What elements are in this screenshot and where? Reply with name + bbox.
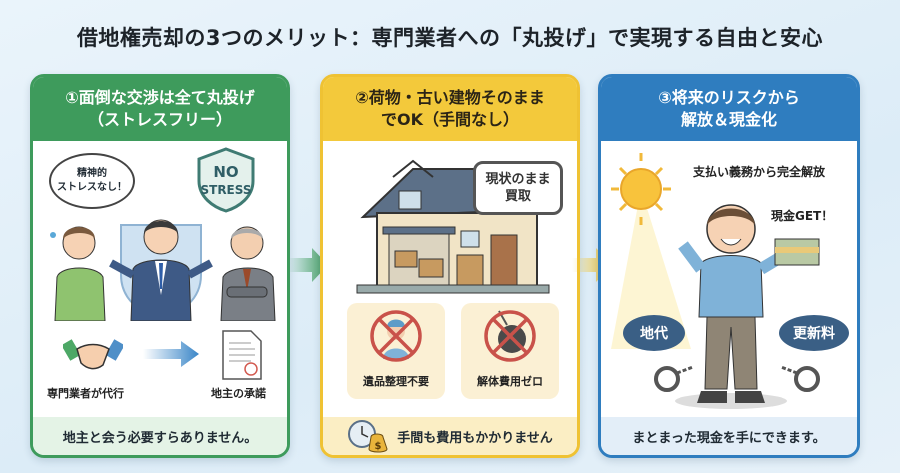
thought-bubble: 精神的 ストレスなし！ bbox=[49, 153, 135, 209]
handshake-icon bbox=[63, 339, 123, 370]
flow-label-landowner: 地主の承諾 bbox=[211, 387, 266, 400]
panel-header: ③将来のリスクから 解放＆現金化 bbox=[601, 77, 857, 141]
panel-footer: まとまった現金を手にできます。 bbox=[601, 417, 857, 455]
negotiation-people-illustration bbox=[50, 219, 276, 321]
old-house-illustration bbox=[356, 159, 551, 294]
broken-shackle-right-icon bbox=[780, 365, 820, 392]
as-is-purchase-stamp: 現状のまま 買取 bbox=[473, 161, 563, 215]
panel-header: ①面倒な交渉は全て丸投げ （ストレスフリー） bbox=[33, 77, 287, 141]
document-seal-icon bbox=[222, 330, 262, 380]
clock-money-icon: $ bbox=[348, 420, 388, 453]
page-title: 借地権売却の3つのメリット：専門業者への「丸投げ」で実現する自由と安心 bbox=[76, 26, 824, 50]
sun-icon bbox=[611, 153, 691, 349]
no-demolition-icon bbox=[484, 310, 536, 362]
no-stress-shield-icon: NO STRESS bbox=[197, 147, 255, 213]
flow-label-agent: 専門業者が代行 bbox=[47, 387, 124, 400]
no-cleanup-card: 遺品整理不要 bbox=[347, 303, 445, 399]
cash-get-caption: 現金GET！ bbox=[771, 209, 834, 223]
panel-header: ②荷物・古い建物そのまま でOK（手間なし） bbox=[323, 77, 577, 141]
svg-text:$: $ bbox=[375, 441, 382, 452]
renewal-fee-bubble: 更新料 bbox=[779, 315, 849, 351]
panel-footer-text: 手間も費用もかかりません bbox=[397, 430, 553, 446]
no-demolition-label: 解体費用ゼロ bbox=[477, 375, 543, 388]
panel-footer: $ 手間も費用もかかりません bbox=[323, 417, 577, 455]
no-cleanup-icon bbox=[370, 310, 422, 362]
ground-rent-bubble: 地代 bbox=[623, 315, 685, 351]
no-cleanup-label: 遺品整理不要 bbox=[363, 375, 429, 388]
panel-stress-free: ①面倒な交渉は全て丸投げ （ストレスフリー） 精神的 ストレスなし！ NO ST… bbox=[30, 74, 290, 458]
svg-text:NO: NO bbox=[213, 163, 238, 181]
panel-as-is: ②荷物・古い建物そのまま でOK（手間なし） 現状のまま 買取 遺品整理不要 bbox=[320, 74, 580, 458]
svg-text:STRESS: STRESS bbox=[200, 183, 251, 197]
no-demolition-card: 解体費用ゼロ bbox=[461, 303, 559, 399]
happy-man-illustration bbox=[675, 204, 820, 409]
arrow-right-icon bbox=[288, 248, 328, 282]
arrow-right-icon bbox=[143, 341, 199, 367]
panel-footer: 地主と会う必要すらありません。 bbox=[33, 417, 287, 455]
broken-shackle-left-icon bbox=[654, 365, 694, 392]
panel-cash-freedom: ③将来のリスクから 解放＆現金化 支払い義務から完全解放 現金GET！ 地代 更… bbox=[598, 74, 860, 458]
release-caption: 支払い義務から完全解放 bbox=[693, 165, 826, 179]
